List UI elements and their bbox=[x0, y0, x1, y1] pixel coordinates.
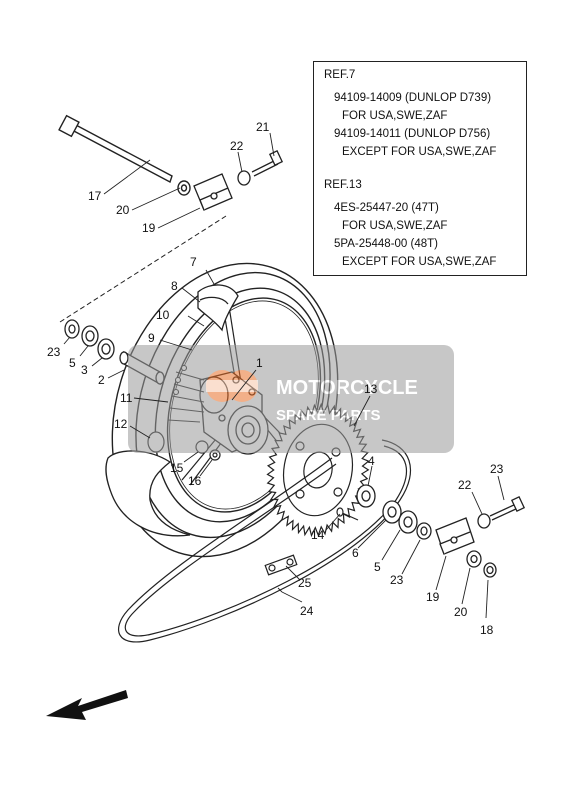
adjust-bolt-right bbox=[489, 496, 526, 521]
watermark-line-2: SPARE PARTS bbox=[276, 407, 380, 424]
callout-18: 18 bbox=[480, 623, 494, 637]
chain-puller-left bbox=[193, 173, 233, 211]
ref13-entry-2-part: 5PA-25448-00 (48T) bbox=[334, 238, 438, 250]
callout-23c: 23 bbox=[490, 462, 504, 476]
ref7-entry-1-region: FOR USA,SWE,ZAF bbox=[342, 110, 448, 122]
callout-13: 13 bbox=[364, 382, 378, 396]
ref7-entry-2-region: EXCEPT FOR USA,SWE,ZAF bbox=[342, 146, 497, 158]
callout-11: 11 bbox=[120, 391, 133, 405]
callout-24: 24 bbox=[300, 604, 314, 618]
callout-3: 3 bbox=[81, 363, 88, 377]
callout-22: 22 bbox=[230, 139, 244, 153]
callout-9: 9 bbox=[148, 331, 155, 345]
callout-5: 5 bbox=[69, 356, 76, 370]
chain-joint bbox=[264, 554, 298, 576]
callout-6: 6 bbox=[352, 546, 359, 560]
watermark: MOTORCYCLE SPARE PARTS bbox=[128, 345, 454, 453]
ref13-entry-1-part: 4ES-25447-20 (47T) bbox=[334, 202, 439, 214]
callout-labels: 21 22 17 20 19 7 8 10 9 1 23 5 3 2 11 12… bbox=[47, 120, 504, 637]
left-bearings bbox=[64, 319, 115, 360]
callout-22b: 22 bbox=[458, 478, 472, 492]
axle bbox=[58, 114, 191, 196]
arrow-left-icon bbox=[46, 690, 128, 720]
callout-12: 12 bbox=[114, 417, 128, 431]
callout-1: 1 bbox=[256, 356, 263, 370]
callout-16: 16 bbox=[188, 474, 202, 488]
callout-5b: 5 bbox=[374, 560, 381, 574]
axis-line bbox=[59, 215, 227, 323]
tire-cutaway bbox=[105, 450, 191, 537]
callout-15: 15 bbox=[170, 461, 184, 475]
drive-chain bbox=[117, 439, 411, 643]
callout-20b: 20 bbox=[454, 605, 468, 619]
callout-23: 23 bbox=[47, 345, 61, 359]
ref7-entry-2-part: 94109-14011 (DUNLOP D756) bbox=[334, 128, 491, 140]
callout-19: 19 bbox=[142, 221, 156, 235]
ref13-title: REF.13 bbox=[324, 179, 362, 191]
callout-21: 21 bbox=[256, 120, 270, 134]
right-washers bbox=[466, 513, 497, 578]
callout-7: 7 bbox=[190, 255, 197, 269]
callout-20: 20 bbox=[116, 203, 130, 217]
callout-23b: 23 bbox=[390, 573, 404, 587]
ref13-entry-2-region: EXCEPT FOR USA,SWE,ZAF bbox=[342, 256, 497, 268]
ref7-title: REF.7 bbox=[324, 69, 356, 81]
callout-2: 2 bbox=[98, 373, 105, 387]
callout-10: 10 bbox=[156, 308, 170, 322]
watermark-logo bbox=[206, 370, 258, 402]
watermark-line-1: MOTORCYCLE bbox=[276, 377, 418, 399]
callout-25: 25 bbox=[298, 576, 312, 590]
callout-19b: 19 bbox=[426, 590, 440, 604]
callout-8: 8 bbox=[171, 279, 178, 293]
callout-17: 17 bbox=[88, 189, 102, 203]
reference-table: REF.7 94109-14009 (DUNLOP D739) FOR USA,… bbox=[313, 61, 527, 276]
ref13-entry-1-region: FOR USA,SWE,ZAF bbox=[342, 220, 448, 232]
leader-lines bbox=[63, 132, 505, 619]
bolt-14 bbox=[336, 507, 359, 521]
ref7-entry-1-part: 94109-14009 (DUNLOP D739) bbox=[334, 92, 492, 104]
rim-band bbox=[197, 284, 239, 332]
upper-bolts bbox=[237, 150, 284, 186]
chain-puller-right bbox=[435, 517, 475, 555]
callout-4: 4 bbox=[368, 454, 375, 468]
callout-14: 14 bbox=[311, 528, 325, 542]
right-bearings bbox=[356, 484, 432, 540]
